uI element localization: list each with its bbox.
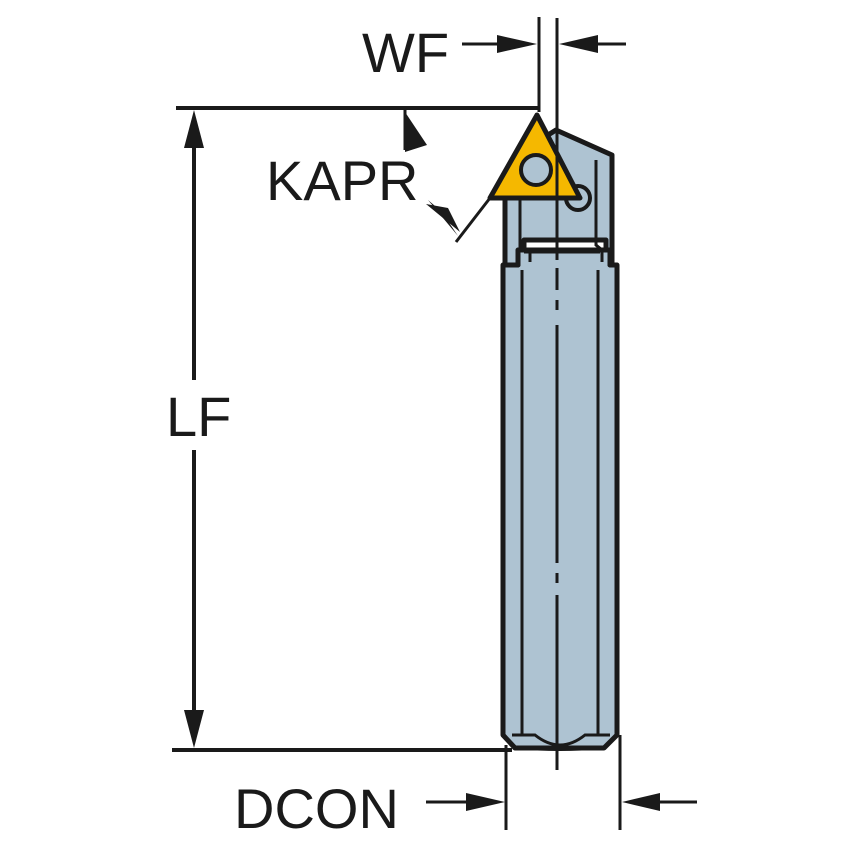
tool-shank: [500, 247, 620, 751]
dcon-dimension: DCON: [234, 735, 697, 840]
wf-label: WF: [362, 21, 449, 84]
kapr-dimension: KAPR: [266, 110, 492, 243]
lf-dimension: LF: [166, 106, 539, 752]
kapr-label: KAPR: [266, 149, 419, 212]
wf-dimension: WF: [362, 17, 626, 112]
dcon-label: DCON: [234, 777, 399, 840]
lf-label: LF: [166, 385, 231, 448]
